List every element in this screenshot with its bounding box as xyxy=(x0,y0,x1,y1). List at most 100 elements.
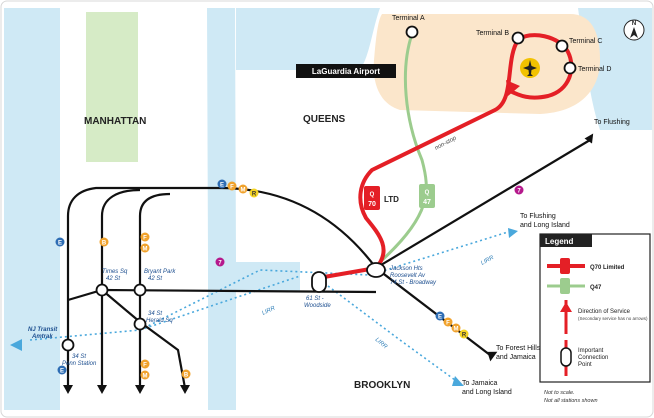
q70-badge-number: 70 xyxy=(368,201,376,208)
woodside-label-2: Woodside xyxy=(304,303,331,309)
badge-m: M xyxy=(241,188,246,194)
badge-m-bottom: M xyxy=(143,374,148,380)
legend-direction-arrow xyxy=(560,302,572,312)
legend-title-bg xyxy=(540,234,592,247)
q70-badge-letter: Q xyxy=(370,192,375,198)
bryant-park-node xyxy=(133,283,147,297)
q47-badge: Q 47 xyxy=(419,184,435,208)
penn-label-2: Penn Station xyxy=(62,361,97,367)
airport-name: LaGuardia Airport xyxy=(312,67,380,76)
note-not-all-stations: Not all stations shown xyxy=(544,398,598,404)
dest-flushing: To Flushing xyxy=(594,119,630,126)
q47-badge-number: 47 xyxy=(423,199,431,206)
badge-b2-icon xyxy=(181,369,191,379)
airplane-icon xyxy=(520,58,540,78)
badge-b-bottom: B xyxy=(184,373,189,379)
badge-m-icon xyxy=(140,243,150,253)
legend-connection-2: Connection xyxy=(578,355,608,361)
legend-direction-2: (Secondary service has no arrows) xyxy=(578,316,648,321)
badges-efmr-top: E F M R xyxy=(217,179,259,198)
badge-e: E xyxy=(220,183,224,189)
central-park xyxy=(86,12,138,162)
nj-transit-label-2: Amtrak xyxy=(31,334,53,340)
north-arrow-icon: N xyxy=(623,19,645,41)
woodside-label-1: 61 St - xyxy=(306,296,324,302)
dest-jamaica-1: To Jamaica xyxy=(462,380,498,387)
newtown-creek xyxy=(208,262,300,292)
legend-q47-badge xyxy=(560,278,570,294)
badge-e2-icon xyxy=(57,365,67,375)
legend-connection-node xyxy=(560,347,572,367)
badge-r: R xyxy=(252,192,257,198)
lirr-arrow-jamaica xyxy=(452,376,464,386)
badge-m-top: M xyxy=(143,247,148,253)
queens-label: QUEENS xyxy=(303,114,346,125)
badge-q-e: E xyxy=(438,315,442,321)
badge-f-top: F xyxy=(143,236,147,242)
dest-flushing-li-2: and Long Island xyxy=(520,222,570,229)
herald-sq-label-1: 34 St xyxy=(148,311,162,317)
legend-q70-label: Q70 Limited xyxy=(590,265,625,271)
dest-jamaica-2: and Long Island xyxy=(462,389,512,396)
badge-7-left: 7 xyxy=(218,261,222,267)
badge-q-m: M xyxy=(454,327,459,333)
badge-m2-icon xyxy=(140,370,150,380)
subway-branch-2 xyxy=(100,188,141,388)
hudson-river-lower xyxy=(4,200,60,410)
arrow-branch-3 xyxy=(135,385,145,394)
terminal-d-label: Terminal D xyxy=(578,66,611,73)
dest-forest-hills-1: To Forest Hills xyxy=(496,345,541,352)
q70-route xyxy=(323,33,574,279)
terminal-b-label: Terminal B xyxy=(476,30,509,37)
brooklyn-label: BROOKLYN xyxy=(354,380,410,391)
woodside-node xyxy=(311,271,327,293)
badge-f2-icon xyxy=(140,359,150,369)
bryant-park-label-1: Bryant Park xyxy=(144,269,176,275)
hudson-river-upper xyxy=(4,8,60,200)
lirr-label-1: LIRR xyxy=(261,305,277,316)
arrow-penn xyxy=(63,385,73,394)
dest-flushing-li-1: To Flushing xyxy=(520,213,556,220)
badges-efmr-queens: E F M R xyxy=(435,311,469,339)
terminal-b-node xyxy=(511,31,525,45)
penn-label-1: 34 St xyxy=(72,354,86,360)
arrow-forest-hills xyxy=(487,351,498,362)
q47-route xyxy=(378,33,428,264)
penn-station-node xyxy=(61,338,75,352)
terminal-a-node xyxy=(405,25,419,39)
legend-q70-badge xyxy=(560,258,570,274)
badge-e-bottom: E xyxy=(60,369,64,375)
jackson-label-2: Roosevelt Av xyxy=(390,273,426,279)
subway-forest-hills xyxy=(375,267,491,356)
badge-q-r: R xyxy=(462,333,467,339)
subway-branch-3 xyxy=(138,192,171,388)
badge-f-icon xyxy=(140,232,150,242)
terminal-c-label: Terminal C xyxy=(569,38,602,45)
jackson-label-1: Jackson Hts xyxy=(389,266,423,272)
badge-q-f: F xyxy=(446,321,450,327)
lirr-jamaica-line xyxy=(319,279,456,381)
bryant-park-label-2: 42 St xyxy=(148,276,162,282)
note-not-to-scale: Not to scale. xyxy=(544,390,575,396)
q70-ltd-label: LTD xyxy=(384,195,399,204)
arrow-flushing xyxy=(584,133,594,144)
badge-e-left: E xyxy=(58,241,62,247)
q47-badge-letter: Q xyxy=(425,190,430,196)
q70-badge: Q 70 xyxy=(364,186,380,210)
legend-direction-1: Direction of Service xyxy=(578,309,631,315)
badge-f: F xyxy=(230,185,234,191)
herald-sq-node xyxy=(133,317,147,331)
q70-direction-arrow xyxy=(506,80,520,96)
legend: Legend Q70 Limited Q47 Direction of Serv… xyxy=(539,233,651,383)
badge-b-icon xyxy=(99,237,109,247)
legend-box xyxy=(539,233,651,383)
airport-name-box xyxy=(296,64,396,78)
terminal-a-label: Terminal A xyxy=(392,15,425,22)
legend-connection-3: Point xyxy=(578,362,592,368)
arrow-diagonal xyxy=(180,385,190,394)
legend-title: Legend xyxy=(545,237,574,246)
herald-sq-label-2: Herald Sq xyxy=(146,318,173,324)
dest-forest-hills-2: and Jamaica xyxy=(496,354,536,361)
times-sq-label-1: Times Sq xyxy=(102,269,128,275)
jackson-label-3: 74 St - Broadway xyxy=(390,280,437,286)
